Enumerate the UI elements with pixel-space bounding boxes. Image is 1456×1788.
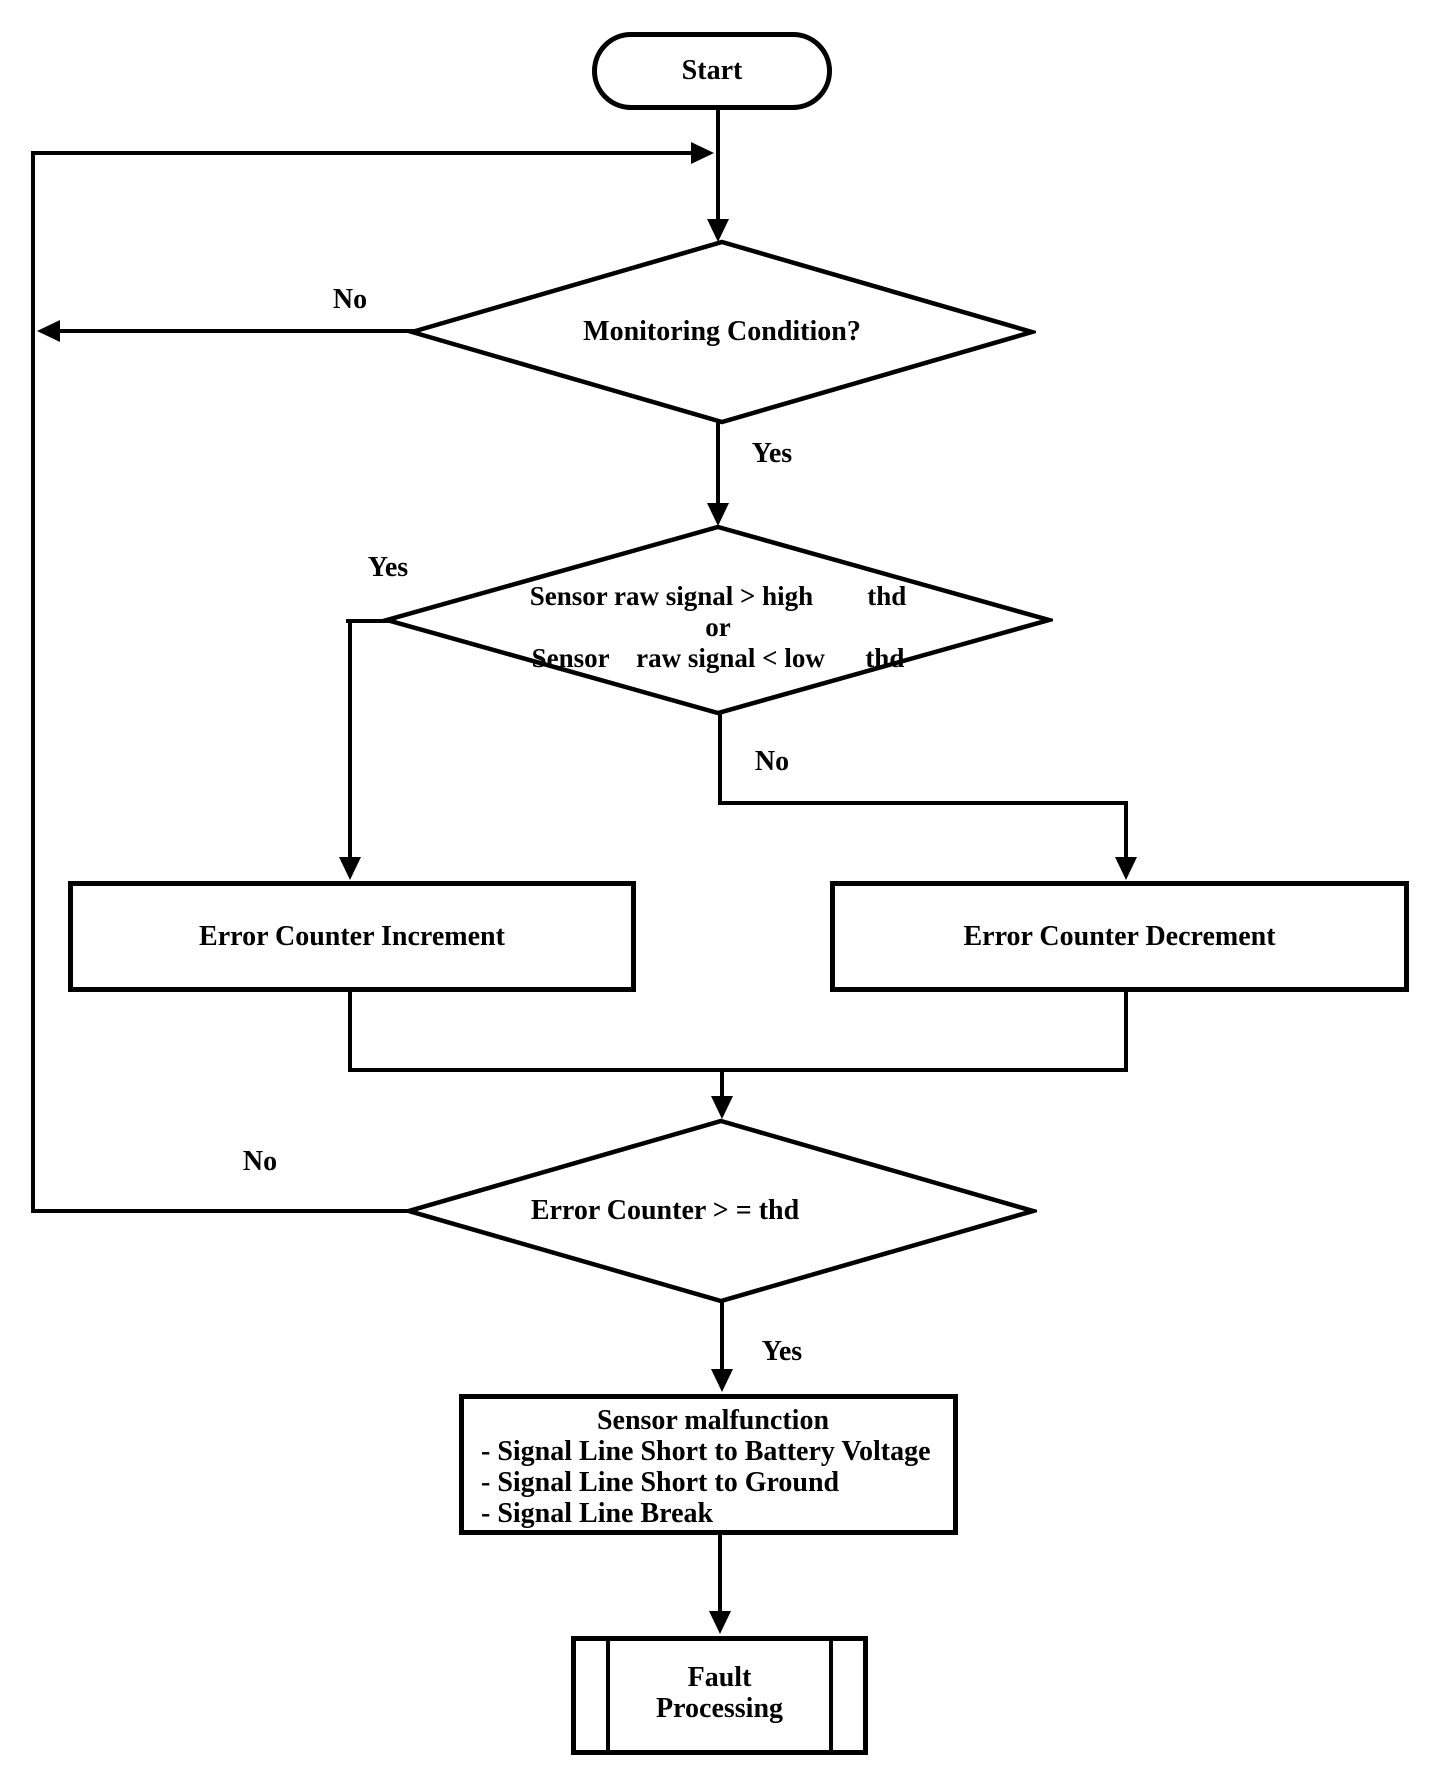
loop-top-line [31, 151, 693, 155]
label-signal-no: No [754, 746, 790, 777]
edge-increment-out [348, 988, 352, 1072]
malfunction-item-break: - Signal Line Break [481, 1498, 714, 1529]
label-signal-yes: Yes [367, 552, 409, 583]
error-counter-decrement-box: Error Counter Decrement [830, 881, 1409, 992]
arrowhead-monitoring-no [37, 320, 60, 342]
predefined-process-left-bar [606, 1641, 610, 1750]
edge-signal-yes-h [346, 619, 392, 623]
edge-counter-no [33, 1209, 412, 1213]
edge-signal-no-v1 [718, 708, 722, 805]
sensor-malfunction-box: Sensor malfunction - Signal Line Short t… [459, 1394, 958, 1535]
start-terminator: Start [592, 32, 832, 110]
edge-signal-no-h [718, 801, 1128, 805]
edge-counter-yes [720, 1297, 724, 1373]
label-monitoring-yes: Yes [751, 438, 793, 469]
edge-monitoring-yes [716, 420, 720, 508]
label-monitoring-no: No [332, 284, 368, 315]
edge-start-to-monitoring [716, 106, 720, 224]
arrowhead-into-fault [709, 1611, 731, 1634]
fault-processing-box: Fault Processing [571, 1636, 868, 1755]
arrowhead-into-increment [339, 857, 361, 880]
signal-condition-row-2: or [705, 611, 731, 642]
edge-decrement-out [1124, 988, 1128, 1072]
label-counter-yes: Yes [761, 1336, 803, 1367]
start-label: Start [681, 55, 743, 86]
edge-signal-no-v2 [1124, 801, 1128, 861]
merge-line [348, 1068, 1128, 1072]
arrowhead-into-decrement [1115, 857, 1137, 880]
malfunction-item-ground: - Signal Line Short to Ground [481, 1467, 840, 1498]
predefined-process-right-bar [829, 1641, 833, 1750]
error-counter-decrement-label: Error Counter Decrement [963, 920, 1276, 952]
loop-left-line [31, 151, 35, 1213]
error-counter-increment-box: Error Counter Increment [68, 881, 636, 992]
arrowhead-into-signal-check [707, 503, 729, 526]
fault-processing-line-2: Processing [655, 1692, 784, 1724]
arrowhead-loop-into-main [691, 142, 714, 164]
arrowhead-into-counter-check [711, 1096, 733, 1119]
edge-signal-yes-v [348, 619, 352, 861]
counter-decision-label: Error Counter > = thd [530, 1195, 800, 1226]
signal-condition-row-3: Sensor raw signal < low thd [531, 642, 905, 673]
fault-processing-line-1: Fault [687, 1661, 752, 1693]
edge-malfunction-to-fault [718, 1531, 722, 1615]
edge-merge-to-counter [720, 1070, 724, 1100]
signal-decision-label: Sensor raw signal > high thd or Sensor r… [390, 527, 1046, 713]
monitoring-decision-label: Monitoring Condition? [583, 316, 861, 347]
malfunction-item-battery: - Signal Line Short to Battery Voltage [481, 1436, 931, 1467]
label-counter-no: No [242, 1146, 278, 1177]
signal-decision-diamond [383, 524, 1053, 716]
signal-condition-row-1: Sensor raw signal > high thd [529, 580, 907, 611]
counter-decision-diamond [405, 1118, 1037, 1304]
arrowhead-into-monitoring [707, 219, 729, 242]
monitoring-decision-diamond [408, 239, 1036, 425]
error-counter-increment-label: Error Counter Increment [199, 920, 505, 952]
sensor-malfunction-title: Sensor malfunction [596, 1405, 830, 1436]
arrowhead-into-malfunction [711, 1369, 733, 1392]
edge-monitoring-no [55, 329, 417, 333]
